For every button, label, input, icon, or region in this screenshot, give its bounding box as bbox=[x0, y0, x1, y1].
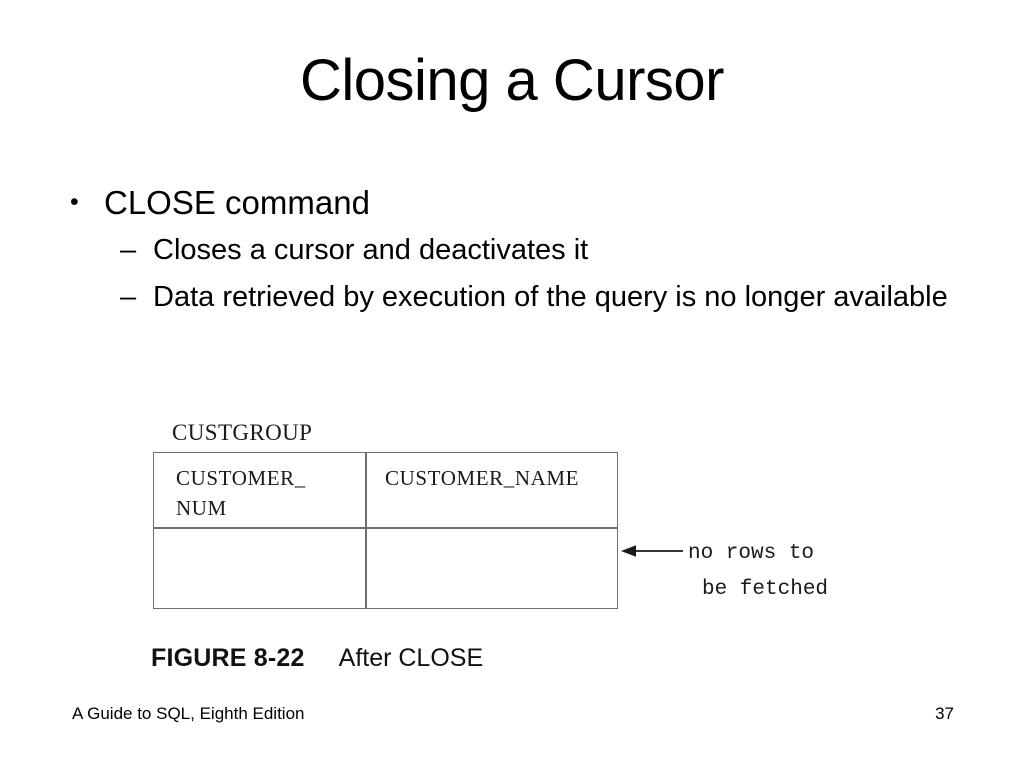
bullet-marker-dot: • bbox=[70, 188, 79, 216]
bullet-level2-text: Closes a cursor and deactivates it bbox=[153, 234, 589, 267]
figure-caption-number: FIGURE 8-22 bbox=[151, 644, 305, 672]
annotation-line2: be fetched bbox=[702, 577, 829, 601]
table-header-customer-num: CUSTOMER_ NUM bbox=[176, 464, 306, 524]
left-arrow-icon bbox=[621, 545, 683, 557]
table-header-customer-name: CUSTOMER_NAME bbox=[385, 466, 580, 490]
footer-page-number: 37 bbox=[935, 704, 954, 723]
table-header-customer-num-line2: NUM bbox=[176, 495, 227, 520]
custgroup-table bbox=[153, 452, 618, 609]
bullet-level2: – Closes a cursor and deactivates it bbox=[62, 231, 972, 270]
bullet-level2: – Data retrieved by execution of the que… bbox=[62, 278, 972, 317]
table-name-label: CUSTGROUP bbox=[172, 420, 313, 445]
figure-caption-label: After CLOSE bbox=[338, 644, 484, 672]
annotation-line1: no rows to bbox=[688, 542, 815, 565]
table-row-divider bbox=[153, 527, 618, 529]
page-title: Closing a Cursor bbox=[300, 48, 724, 113]
bullet-level1: • CLOSE command bbox=[62, 183, 972, 223]
bullet-level2-text: Data retrieved by execution of the query… bbox=[153, 281, 948, 314]
slide-footer: A Guide to SQL, Eighth Edition 37 bbox=[72, 704, 954, 724]
no-rows-annotation: no rows to be fetched bbox=[688, 536, 828, 607]
bullet-level1-text: CLOSE command bbox=[104, 184, 370, 221]
bullet-list: • CLOSE command – Closes a cursor and de… bbox=[62, 183, 972, 317]
bullet-marker-dash: – bbox=[120, 234, 137, 267]
bullet-marker-dash: – bbox=[120, 281, 137, 314]
table-header-customer-num-line1: CUSTOMER_ bbox=[176, 466, 306, 490]
footer-source: A Guide to SQL, Eighth Edition bbox=[72, 704, 305, 723]
table-column-divider bbox=[365, 452, 367, 609]
figure-caption: FIGURE 8-22 After CLOSE bbox=[151, 644, 483, 673]
